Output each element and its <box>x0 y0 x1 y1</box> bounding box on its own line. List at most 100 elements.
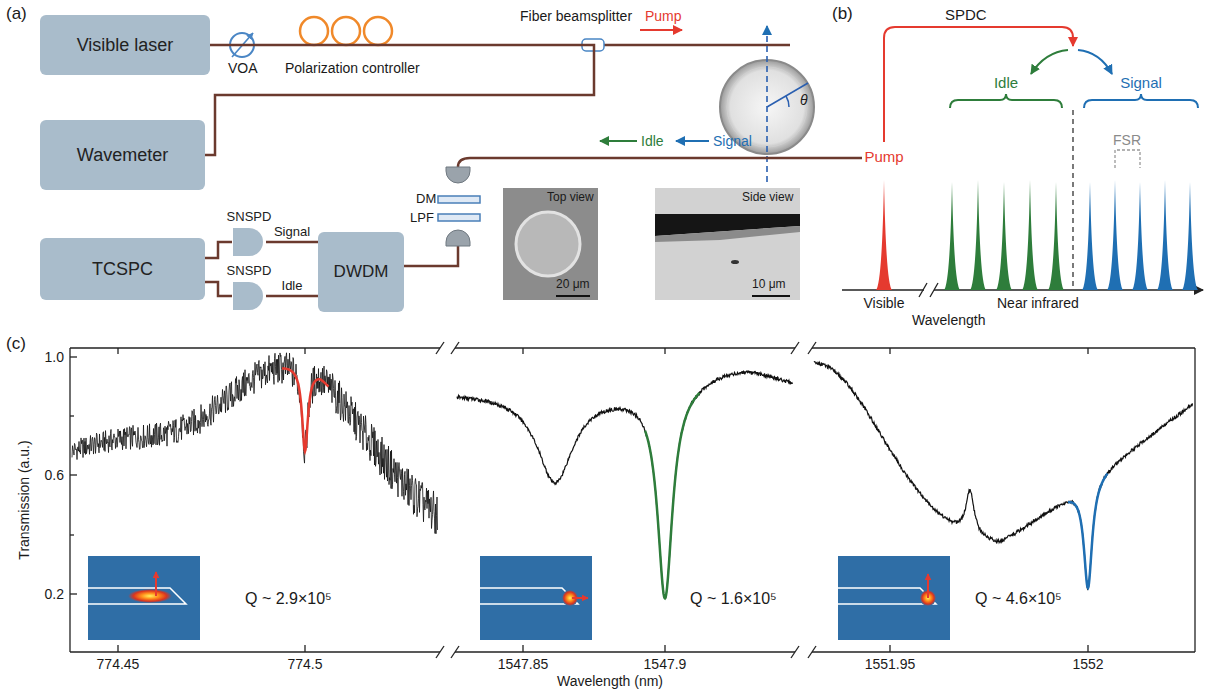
instrument-name: TCSPC <box>92 259 153 280</box>
collimator <box>446 230 470 246</box>
sem-side-view <box>731 260 739 264</box>
plot-frame <box>889 348 890 354</box>
signal-peaks <box>1107 180 1123 290</box>
signal-peaks <box>1082 182 1098 290</box>
axis-dashed <box>786 96 789 107</box>
spdc-arrow <box>1078 50 1112 74</box>
plot-frame <box>70 593 77 594</box>
brace <box>950 94 1198 108</box>
tick-label: 1547.85 <box>498 656 549 672</box>
sem-side-view <box>655 226 800 242</box>
tick-label: 1551.95 <box>865 656 916 672</box>
instrument-name: Wavemeter <box>77 145 168 166</box>
detector-symbol <box>233 282 263 310</box>
mode-inset <box>480 556 592 640</box>
fiber-connector <box>266 295 318 298</box>
mode-inset <box>128 589 172 603</box>
scale-label: 10 μm <box>752 278 786 292</box>
polarization-controller <box>364 17 392 45</box>
pump-peak <box>876 180 892 290</box>
idle-peaks <box>1048 182 1064 290</box>
idle-arrow <box>600 141 637 142</box>
component-label: Fiber beamsplitter <box>520 8 632 24</box>
sem-top-view <box>556 295 590 297</box>
component-label: LPF <box>410 211 434 226</box>
process-label: SPDC <box>945 6 987 23</box>
quality-factor: Q ~ 1.6×10⁵ <box>690 590 777 608</box>
plot-frame <box>304 348 305 354</box>
spdc-arrow <box>884 27 1073 142</box>
plot-frame <box>812 347 1195 348</box>
plot-frame <box>70 356 77 357</box>
spectrum-axis <box>919 283 927 297</box>
instrument-box: Visible laser <box>40 15 210 75</box>
brace <box>950 94 1062 108</box>
spdc-arrow <box>1031 50 1068 74</box>
quality-factor: Q ~ 2.9×10⁵ <box>245 590 332 608</box>
plot-frame <box>664 645 665 652</box>
plot-frame <box>70 474 77 475</box>
spectrum-trace <box>645 393 700 599</box>
sem-side-view <box>655 188 800 300</box>
sem-top-view <box>503 188 598 300</box>
signal-peaks <box>1182 182 1198 290</box>
instrument-name: Visible laser <box>77 35 174 56</box>
instrument-box: DWDM <box>318 232 404 312</box>
plot-frame <box>70 347 440 348</box>
spacing-label: FSR <box>1113 132 1141 148</box>
plot-frame <box>451 342 459 354</box>
polarization-controller <box>300 17 328 45</box>
plot-frame <box>808 342 816 354</box>
fiber-connector <box>205 242 232 258</box>
instrument-box: TCSPC <box>40 238 205 300</box>
pump-arrow <box>640 30 682 31</box>
fiber-connector <box>205 45 594 155</box>
edge-label: Signal <box>273 225 311 240</box>
component-label: VOA <box>228 60 258 76</box>
idle-arrow <box>600 140 637 142</box>
brace <box>1084 94 1198 108</box>
plot-frame <box>70 534 74 535</box>
filter-plate <box>438 196 480 203</box>
detector-label: SNSPD <box>227 210 272 225</box>
collection-fiber <box>404 246 458 266</box>
scale-label: 20 μm <box>556 278 590 292</box>
plot-frame <box>451 646 459 658</box>
detector: SNSPD <box>224 264 274 314</box>
collimator <box>446 167 470 183</box>
quality-factor: Q ~ 4.6×10⁵ <box>975 590 1062 608</box>
tick-label: 774.45 <box>97 656 140 672</box>
axis-title: Wavelength (nm) <box>557 673 663 689</box>
plot-frame <box>455 651 795 652</box>
instrument-box: Wavemeter <box>40 120 205 190</box>
spectrum-trace <box>72 353 438 534</box>
sem-side-view <box>752 295 790 297</box>
polarization-controller <box>332 17 360 45</box>
pump-fiber <box>604 44 790 47</box>
idle-peaks <box>944 182 960 290</box>
polarization-controller <box>300 17 392 45</box>
plot-frame <box>1194 348 1195 652</box>
degeneracy-line <box>1072 110 1073 290</box>
spectrum-trace <box>282 368 329 451</box>
plot-frame <box>117 645 118 652</box>
sem-top-view <box>503 188 598 300</box>
detector-label: SNSPD <box>227 264 272 279</box>
beam-label: Idle <box>994 74 1018 91</box>
pump-fiber <box>604 45 790 46</box>
tick-label: 0.6 <box>45 467 64 483</box>
plot-frame <box>69 348 70 652</box>
fiber-connector <box>266 241 318 244</box>
mode-inset <box>88 556 950 640</box>
spectrum-trace <box>1068 473 1108 587</box>
mode-inset <box>927 574 929 598</box>
tick-label: 1552 <box>1072 656 1103 672</box>
detector-symbol <box>232 227 266 257</box>
tick-label: 774.5 <box>287 656 322 672</box>
image-label: Side view <box>742 191 793 205</box>
mode-inset <box>88 556 200 640</box>
angle-label: θ <box>800 92 808 108</box>
spdc-arrow <box>884 27 1112 142</box>
